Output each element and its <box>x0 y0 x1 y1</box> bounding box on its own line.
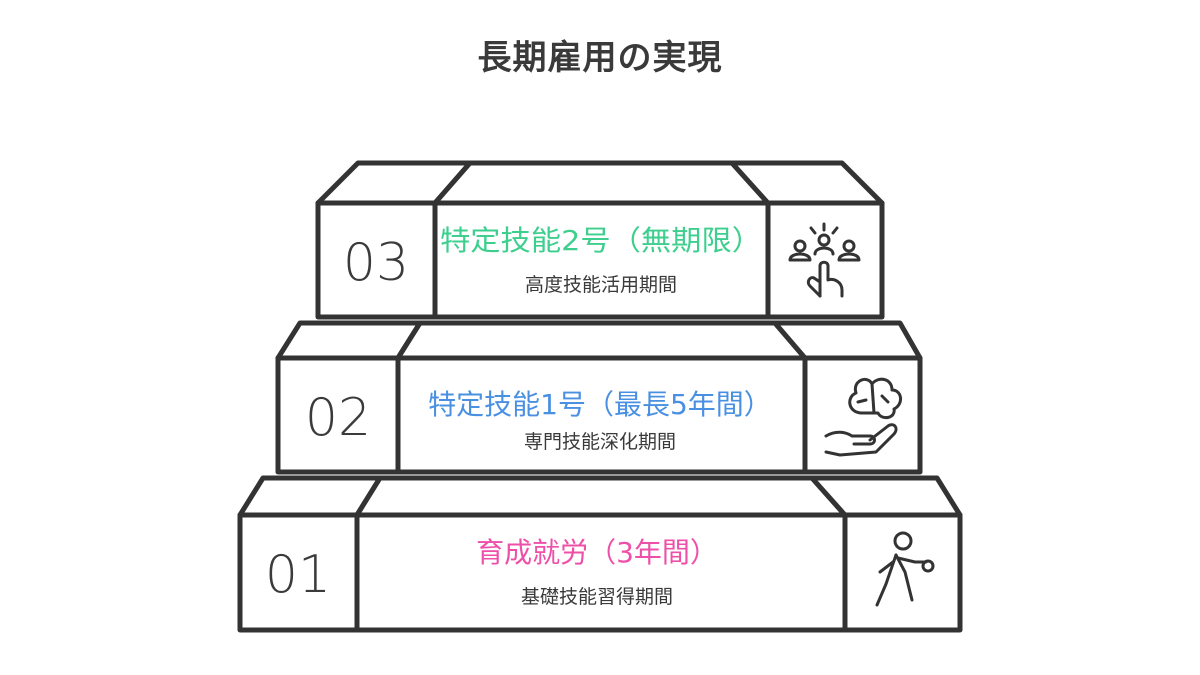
step-03-icon-block <box>765 200 885 320</box>
step-03: 03 特定技能2号（無期限） 高度技能活用期間 <box>315 160 885 320</box>
step-01-top-face-middle <box>354 475 848 518</box>
step-01-number: 01 <box>265 545 331 605</box>
step-03-number-block <box>315 200 438 320</box>
step-03-title: 特定技能2号（無期限） <box>440 224 762 257</box>
step-02-subtitle: 専門技能深化期間 <box>524 431 676 453</box>
step-01-subtitle: 基礎技能習得期間 <box>521 586 673 608</box>
step-03-number: 03 <box>343 233 409 293</box>
step-01-number-block <box>237 512 360 633</box>
step-02-label-block <box>395 355 808 475</box>
step-01: 01 育成就労（3年間） 基礎技能習得期間 <box>237 475 963 633</box>
step-02-top-face-middle <box>395 320 808 361</box>
step-02: 02 特定技能1号（最長5年間） 専門技能深化期間 <box>275 320 923 475</box>
step-03-label-block <box>432 200 771 320</box>
diagram-title: 長期雇用の実現 <box>477 38 723 78</box>
team-pointer-icon <box>788 222 861 298</box>
runner-icon <box>875 531 935 607</box>
step-03-subtitle: 高度技能活用期間 <box>525 274 677 296</box>
step-03-top-face-middle <box>432 160 771 206</box>
brain-hand-icon <box>824 377 902 457</box>
step-02-icon-block <box>802 355 923 475</box>
step-02-title: 特定技能1号（最長5年間） <box>428 388 772 421</box>
step-01-title: 育成就労（3年間） <box>476 536 718 569</box>
step-01-label-block <box>354 512 848 633</box>
step-02-number: 02 <box>305 388 371 448</box>
